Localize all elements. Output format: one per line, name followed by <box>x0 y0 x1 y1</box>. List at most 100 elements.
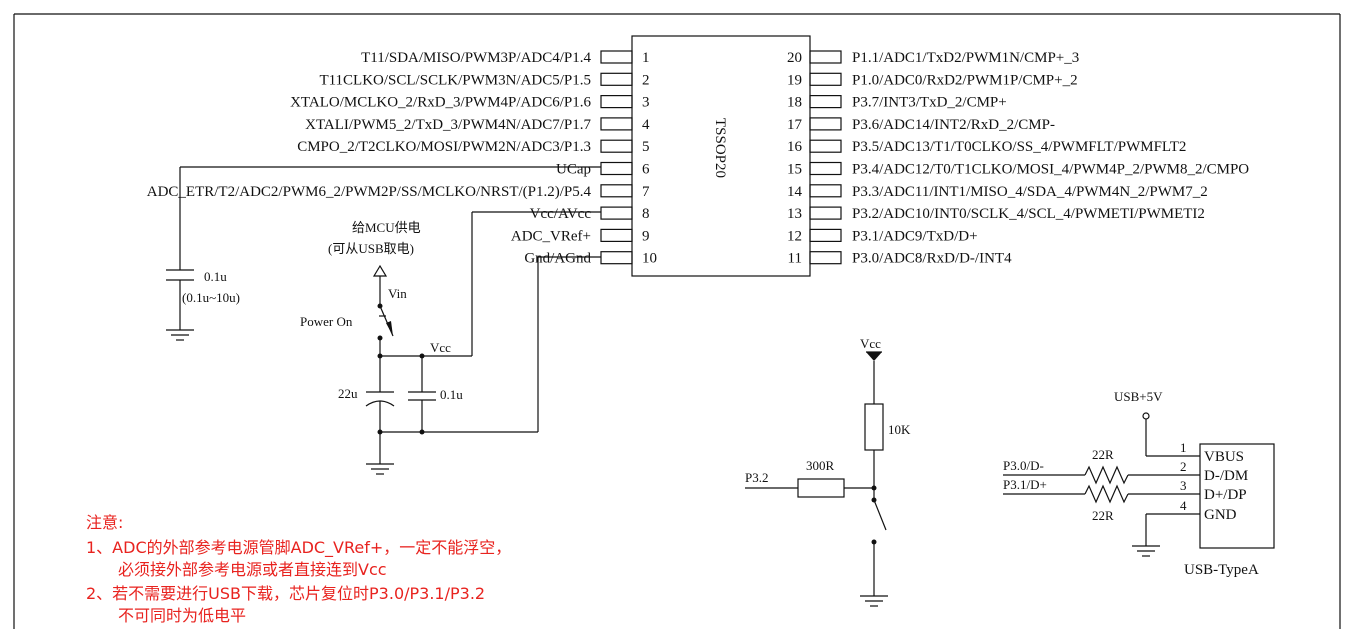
pin-4-stub <box>600 117 633 131</box>
series-resistor-value: 300R <box>806 458 835 473</box>
pin-3-stub <box>600 94 633 109</box>
p32-net-label: P3.2 <box>745 470 768 485</box>
pin-17-label: P3.6/ADC14/INT2/RxD_2/CMP- <box>852 117 1055 133</box>
pin-10-stub <box>600 251 633 265</box>
pin-4-label: XTALI/PWM5_2/TxD_3/PWM4N/ADC7/P1.7 <box>305 117 591 133</box>
power-circuit: 给MCU供电 (可从USB取电) Vin Power On Vcc 22u 0.… <box>300 211 601 475</box>
pin-16-number: 16 <box>787 139 803 155</box>
usb-pin-4-number: 4 <box>1180 498 1187 513</box>
pin-9-number: 9 <box>642 228 650 244</box>
pin-12-stub <box>809 228 842 242</box>
pin-8-stub <box>600 206 633 220</box>
pin-19-label: P1.0/ADC0/RxD2/PWM1P/CMP+_2 <box>852 72 1078 88</box>
pin-12-label: P3.1/ADC9/TxD/D+ <box>852 228 978 244</box>
usb-pin-3-label: D+/DP <box>1204 487 1247 503</box>
pin-14-stub <box>809 184 842 198</box>
pin-15-label: P3.4/ADC12/T0/T1CLKO/MOSI_4/PWM4P_2/PWM8… <box>852 162 1249 178</box>
pin-20-label: P1.1/ADC1/TxD2/PWM1N/CMP+_3 <box>852 50 1079 66</box>
pin-12-number: 12 <box>787 228 802 244</box>
pin-3-label: XTALO/MCLKO_2/RxD_3/PWM4P/ADC6/P1.6 <box>290 95 591 111</box>
usb-5v-label: USB+5V <box>1114 389 1163 404</box>
pin-1-label: T11/SDA/MISO/PWM3P/ADC4/P1.4 <box>361 50 591 66</box>
pin-9-label: ADC_VRef+ <box>511 228 591 244</box>
pin-13-label: P3.2/ADC10/INT0/SCLK_4/SCL_4/PWMETI/PWME… <box>852 206 1205 222</box>
pin-16-label: P3.5/ADC13/T1/T0CLKO/SS_4/PWMFLT/PWMFLT2 <box>852 139 1186 155</box>
resistor-22r-bottom <box>1084 484 1129 504</box>
note-line-1: 1、ADC的外部参考电源管脚ADC_VRef+，一定不能浮空， <box>86 538 511 558</box>
pin-5-number: 5 <box>642 139 650 155</box>
notes-block: 注意: 1、ADC的外部参考电源管脚ADC_VRef+，一定不能浮空， 必须接外… <box>86 513 511 625</box>
pin-17-stub <box>809 117 842 131</box>
usb-5v-terminal <box>1142 412 1150 420</box>
supply-label-1: 给MCU供电 <box>352 220 421 235</box>
usb-connector-name: USB-TypeA <box>1184 562 1259 578</box>
r-top-value: 22R <box>1092 447 1114 462</box>
usb-pin-3-number: 3 <box>1180 478 1187 493</box>
net-dp-label: P3.1/D+ <box>1003 477 1047 492</box>
note-line-4: 不可同时为低电平 <box>118 606 246 625</box>
pin-8-label: Vcc/AVcc <box>530 206 592 222</box>
chip-body <box>631 35 811 277</box>
right-pin-group: P1.1/ADC1/TxD2/PWM1N/CMP+_3 20P1.0/ADC0/R… <box>787 50 1249 267</box>
pin-10-number: 10 <box>642 251 657 267</box>
pin-15-number: 15 <box>787 162 802 178</box>
usb-pin-4-label: GND <box>1204 507 1237 523</box>
pin-14-number: 14 <box>787 184 803 200</box>
chip-package-label: TSSOP20 <box>712 118 728 178</box>
usb-pin-1-label: VBUS <box>1204 449 1244 465</box>
pin-18-label: P3.7/INT3/TxD_2/CMP+ <box>852 95 1007 111</box>
pin-11-label: P3.0/ADC8/RxD/D-/INT4 <box>852 251 1012 267</box>
pin-10-label: Gnd/AGnd <box>524 251 591 267</box>
pin-15-stub <box>809 161 842 176</box>
pin-6-number: 6 <box>642 162 650 178</box>
pin-6-stub <box>600 161 633 176</box>
usb-connector-body <box>1199 443 1275 549</box>
pin-20-number: 20 <box>787 50 802 66</box>
pin-18-stub <box>809 94 842 109</box>
usb-pin-2-number: 2 <box>1180 459 1187 474</box>
button-circuit: Vcc 10K 300R P3.2 <box>745 336 911 607</box>
pin-11-stub <box>809 251 842 265</box>
pin-13-number: 13 <box>787 206 802 222</box>
pin-7-label: ADC_ETR/T2/ADC2/PWM6_2/PWM2P/SS/MCLKO/NR… <box>147 184 592 200</box>
pin-5-label: CMPO_2/T2CLKO/MOSI/PWM2N/ADC3/P1.3 <box>297 139 591 155</box>
pin-16-stub <box>809 139 842 153</box>
net-dm-label: P3.0/D- <box>1003 458 1044 473</box>
vin-label: Vin <box>388 286 407 301</box>
pin-20-stub <box>809 50 842 64</box>
pin-5-stub <box>600 139 633 153</box>
pin-17-number: 17 <box>787 117 803 133</box>
vin-arrow-icon <box>372 264 388 277</box>
note-line-3: 2、若不需要进行USB下载，芯片复位时P3.0/P3.1/P3.2 <box>86 584 485 603</box>
pin-2-label: T11CLKO/SCL/SCLK/PWM3N/ADC5/P1.5 <box>319 72 591 88</box>
push-button <box>873 499 887 531</box>
note-line-2: 必须接外部参考电源或者直接连到Vcc <box>118 560 387 579</box>
pin-2-number: 2 <box>642 72 650 88</box>
pin-2-stub <box>600 72 633 86</box>
resistor-22r-top <box>1084 465 1129 485</box>
pin-14-label: P3.3/ADC11/INT1/MISO_4/SDA_4/PWM4N_2/PWM… <box>852 184 1208 200</box>
cap-01u-value: 0.1u <box>440 387 463 402</box>
usb-pin-2-label: D-/DM <box>1204 468 1248 484</box>
pin-11-number: 11 <box>788 251 802 267</box>
pin-19-number: 19 <box>787 72 802 88</box>
series-resistor <box>797 478 845 498</box>
pin-8-number: 8 <box>642 206 650 222</box>
button-vcc-label: Vcc <box>860 336 881 351</box>
supply-label-2: (可从USB取电) <box>328 241 414 256</box>
notes-title: 注意: <box>86 513 123 532</box>
vcc-arrow-icon <box>866 352 882 361</box>
ucap-circuit: 0.1u (0.1u~10u) <box>166 166 601 341</box>
ucap-cap-range: (0.1u~10u) <box>182 290 240 305</box>
pin-13-stub <box>809 206 842 220</box>
pin-3-number: 3 <box>642 95 650 111</box>
r-bottom-value: 22R <box>1092 508 1114 523</box>
pin-7-stub <box>600 184 633 198</box>
pin-9-stub <box>600 228 633 242</box>
pin-4-number: 4 <box>642 117 650 133</box>
